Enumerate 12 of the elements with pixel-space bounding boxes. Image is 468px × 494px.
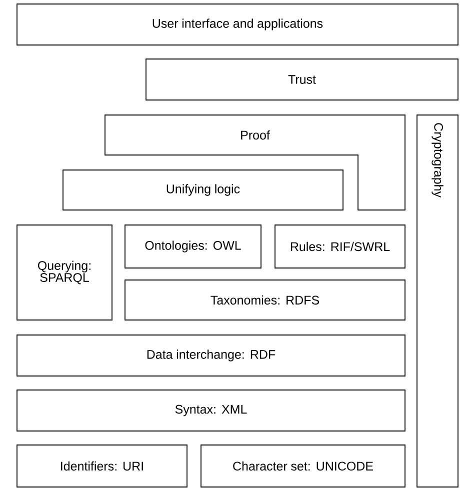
layer-box: Taxonomies: RDFS xyxy=(124,280,406,320)
layer-box: Syntax: XML xyxy=(16,390,406,432)
layer-box: Trust xyxy=(146,58,458,100)
layer-box: Ontologies: OWL xyxy=(124,224,262,268)
layer-box: Identifiers: URI xyxy=(16,444,188,488)
layer-box: Data interchange: RDF xyxy=(16,334,406,376)
layer-box: Rules: RIF/SWRL xyxy=(274,224,406,268)
layer-box: Character set: UNICODE xyxy=(200,444,406,488)
layer-box: Unifying logic xyxy=(62,170,344,210)
layer-box: User interface and applications xyxy=(16,4,458,46)
layer-box: Querying: SPARQL xyxy=(16,224,112,320)
layer-box: Cryptography xyxy=(416,114,458,488)
